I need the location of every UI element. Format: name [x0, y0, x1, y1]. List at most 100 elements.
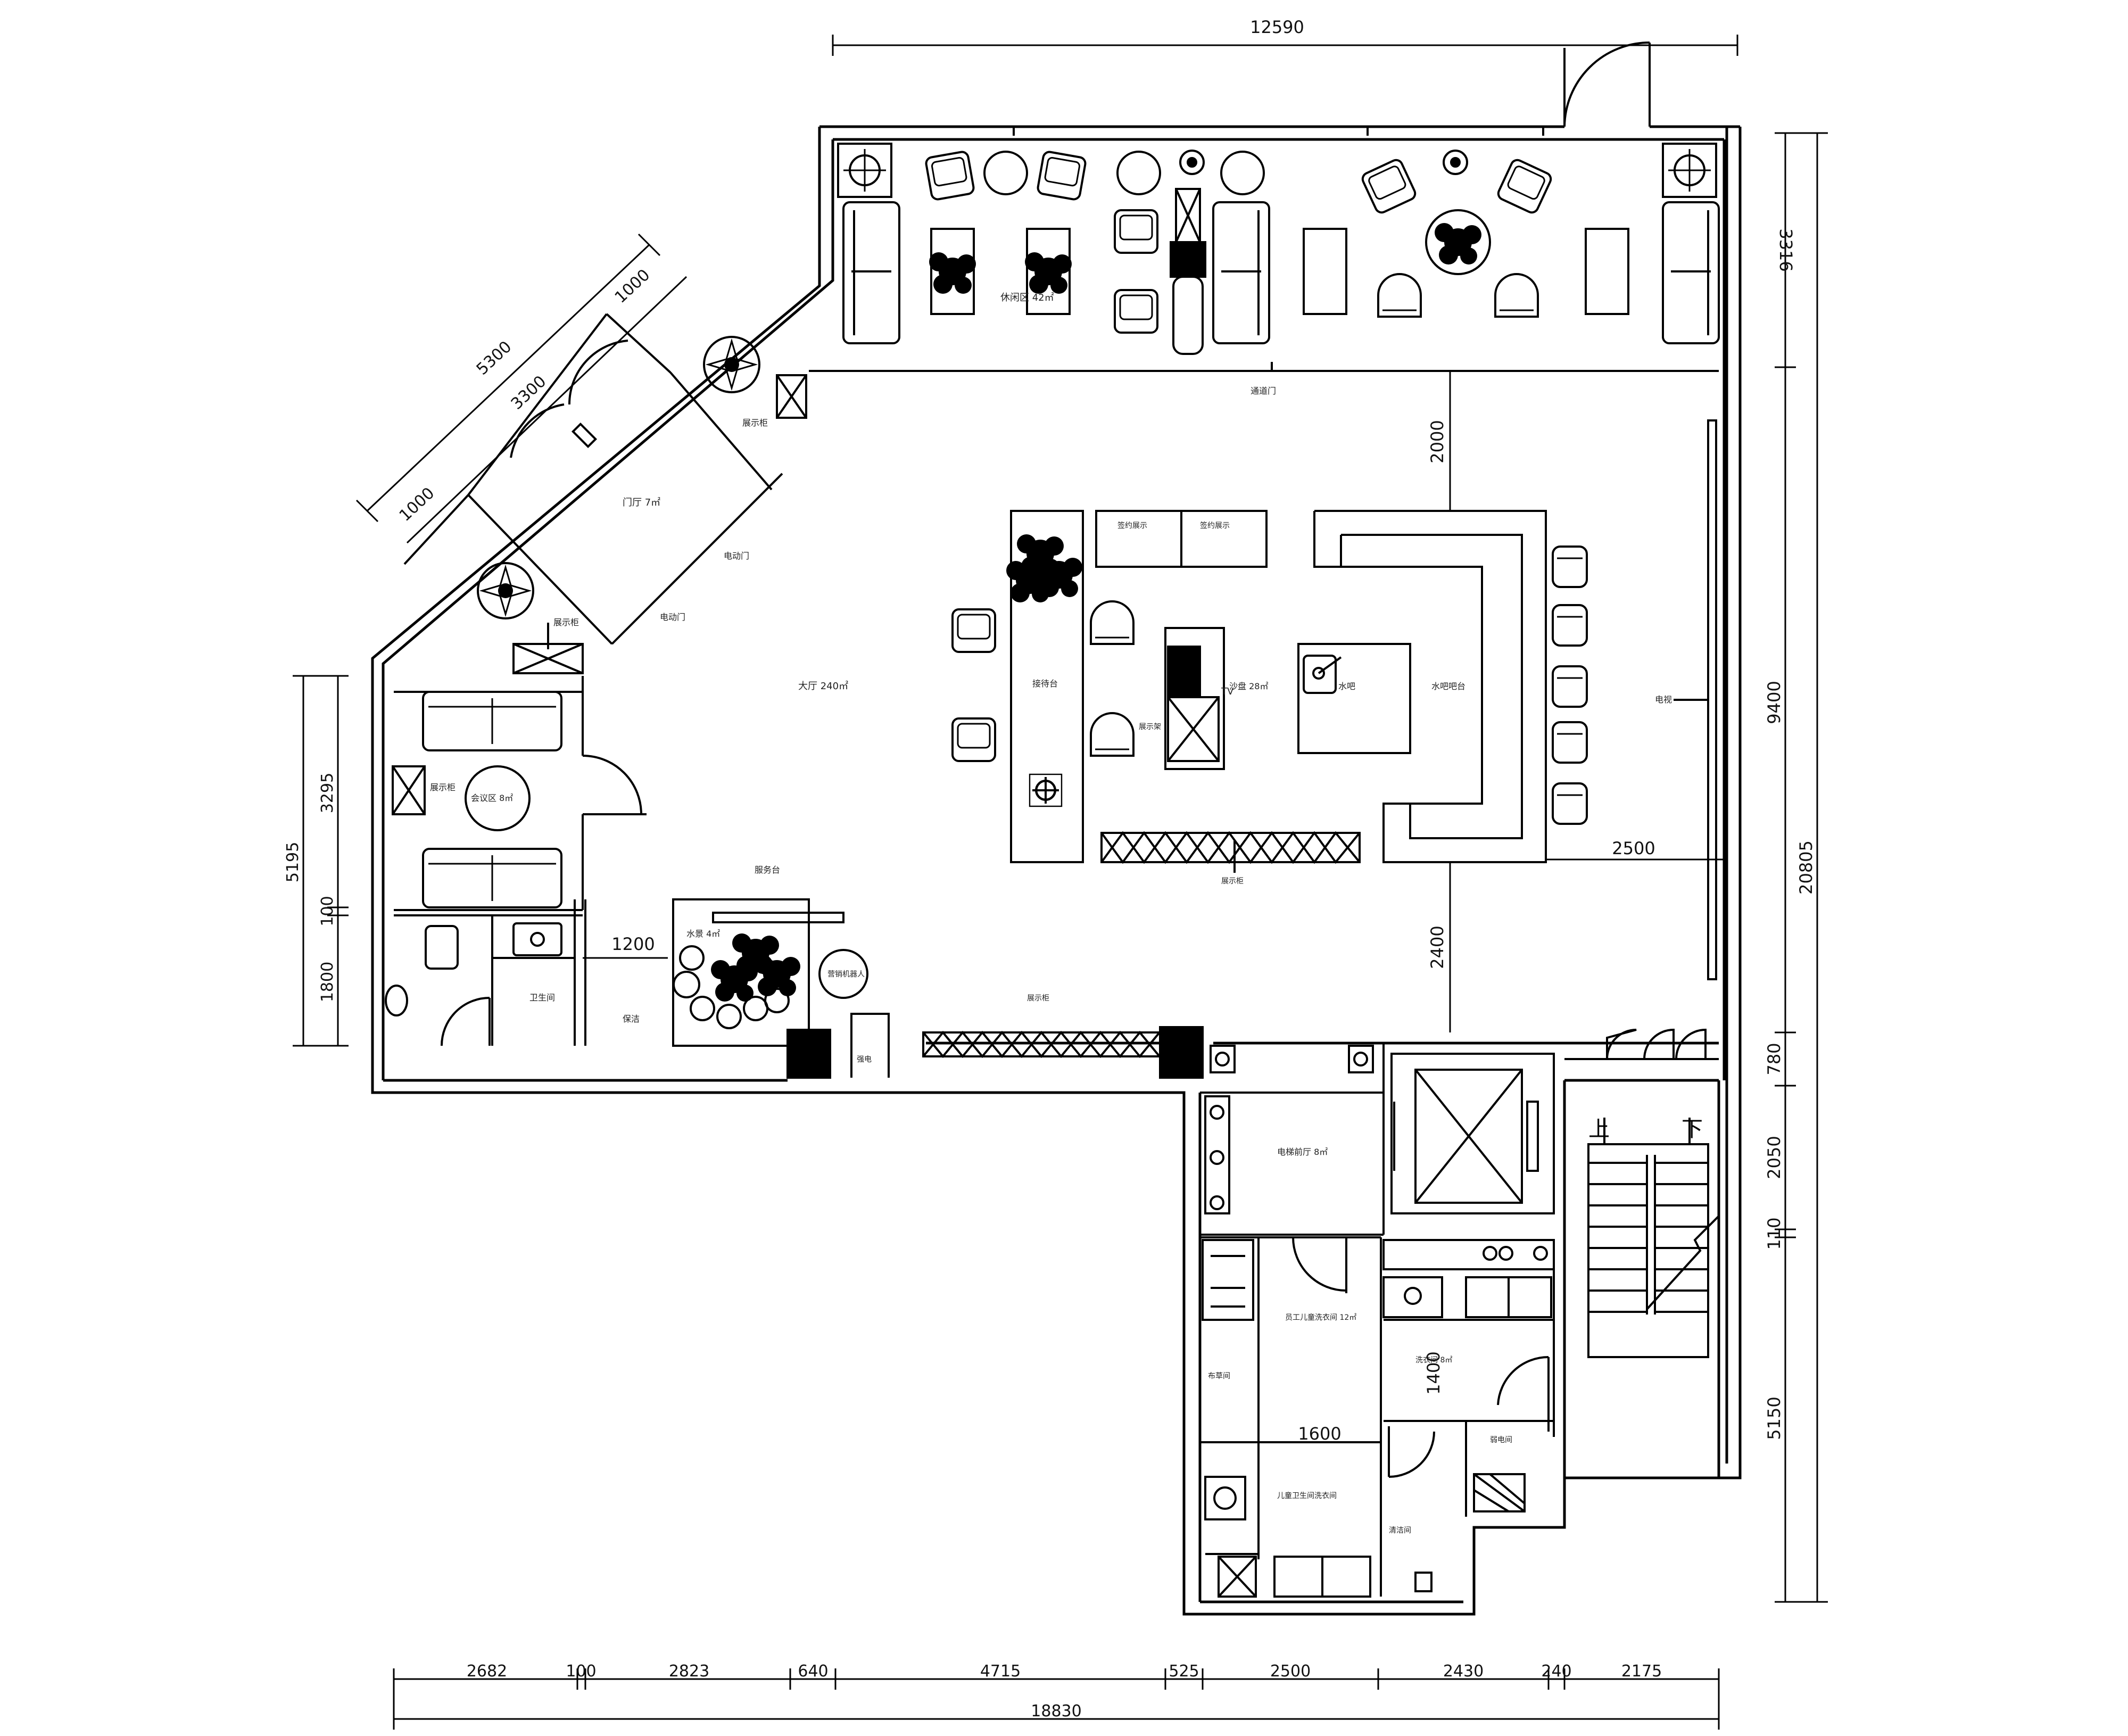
bar-counter [1313, 510, 1588, 863]
dim-r-3: 2050 [1764, 1136, 1784, 1179]
vestibule [403, 313, 807, 674]
dim-l-0: 3295 [318, 773, 337, 813]
reception-lamp [1032, 777, 1059, 804]
label-linen: 布草间 [1208, 1372, 1230, 1380]
dim-i-4: 1400 [1423, 1351, 1444, 1394]
dim-diag-3: 1000 [611, 266, 654, 307]
room-meeting: 会议区 8㎡ [471, 793, 513, 803]
dim-b-0: 2682 [467, 1662, 507, 1681]
dim-r-0: 3316 [1776, 228, 1796, 271]
dim-diag-0: 5300 [473, 337, 516, 379]
left-restroom [385, 899, 586, 1046]
room-staff-laundry: 员工儿童洗衣间 12㎡ [1285, 1313, 1356, 1322]
reception [951, 510, 1135, 863]
label-cabinet-2: 展示柜 [553, 617, 579, 627]
label-bar: 水吧吧台 [1431, 681, 1465, 691]
label-tv-2: 电视 [1655, 695, 1672, 705]
stair-up-label: 上 [1588, 1117, 1610, 1142]
meeting-room [392, 676, 647, 916]
dim-diag-1: 3300 [508, 372, 550, 414]
water-plant-2 [711, 960, 758, 1002]
tv-panel [1674, 419, 1717, 980]
label-cabinet-5: 展示柜 [1027, 994, 1049, 1003]
dim-b-2: 2823 [669, 1662, 709, 1681]
dim-b-7: 2430 [1443, 1662, 1484, 1681]
dim-top-total: 12590 [1250, 17, 1304, 37]
dim-i-3: 1200 [611, 934, 655, 954]
label-water-bar: 水吧 [1338, 681, 1355, 691]
water-plant-3 [754, 955, 800, 996]
label-robot: 营销机器人 [827, 970, 865, 979]
lounge-furniture [837, 143, 1720, 355]
room-kids-restroom: 儿童卫生间洗衣间 [1277, 1491, 1337, 1500]
lounge-small-marks [1013, 128, 1544, 371]
lounge-plant-3 [1435, 223, 1481, 264]
label-tv: TV [1221, 686, 1234, 697]
dim-b-3: 640 [798, 1662, 828, 1681]
sand-table [1297, 643, 1411, 754]
dim-l-1: 100 [318, 896, 337, 926]
dim-right-total: 20805 [1796, 840, 1816, 895]
reception-plant-3 [1006, 561, 1053, 602]
dim-left-total: 5195 [284, 842, 302, 882]
room-sand-table: 沙盘 28㎡ [1229, 681, 1268, 691]
dim-l-2: 1800 [318, 962, 337, 1002]
room-elevator-lobby: 电梯前厅 8㎡ [1277, 1147, 1328, 1157]
dim-r-4: 110 [1764, 1217, 1784, 1250]
signing-cabinets [1095, 510, 1268, 568]
label-cabinet-1: 展示柜 [742, 418, 768, 428]
label-cabinet-3: 展示柜 [430, 782, 456, 792]
label-signing-1: 签约展示 [1117, 521, 1147, 530]
room-hall: 大厅 240㎡ [798, 680, 848, 692]
dim-i-0: 2000 [1427, 420, 1447, 463]
dim-r-2: 780 [1764, 1043, 1784, 1075]
front-cabinet [786, 1013, 1204, 1079]
label-restroom: 卫生间 [529, 993, 555, 1003]
dim-bottom [393, 1668, 1720, 1730]
dim-b-8: 240 [1541, 1662, 1571, 1681]
label-janitor: 清洁间 [1389, 1526, 1411, 1535]
staircase [1563, 1028, 1720, 1469]
dim-i-5: 1600 [1298, 1424, 1341, 1444]
lounge-plant-2 [1025, 252, 1072, 294]
label-reception: 接待台 [1032, 679, 1058, 689]
dim-r-1: 9400 [1764, 681, 1784, 724]
service-rooms [1200, 1236, 1555, 1598]
dim-right [1775, 132, 1828, 1603]
label-electric-door-1: 电动门 [724, 551, 749, 561]
dim-i-2: 2400 [1427, 925, 1447, 969]
room-water-feature: 水景 4㎡ [686, 929, 720, 939]
dim-r-5: 5150 [1764, 1396, 1784, 1440]
lounge-plant-1 [929, 252, 976, 294]
label-power: 强电 [857, 1055, 872, 1064]
elevator-lobby [1200, 1043, 1555, 1236]
outer-walls [371, 125, 1742, 1616]
interior-dims [583, 371, 1724, 1032]
dim-b-6: 2500 [1270, 1662, 1311, 1681]
dim-b-9: 2175 [1621, 1662, 1662, 1681]
dim-bottom-total: 18830 [1031, 1702, 1081, 1721]
label-electric-door-2: 电动门 [660, 612, 685, 622]
vestibule-plant-1 [703, 336, 760, 393]
dim-b-4: 4715 [980, 1662, 1021, 1681]
label-service-desk: 服务台 [755, 865, 780, 875]
label-cleaning: 保洁 [623, 1014, 640, 1024]
dim-left [293, 675, 349, 1047]
label-display-rack: 展示架 [1139, 723, 1161, 731]
vestibule-plant-2 [477, 562, 534, 619]
label-passage: 通道门 [1251, 386, 1276, 396]
label-weak-current: 弱电间 [1490, 1436, 1512, 1444]
label-signing-2: 签约展示 [1200, 521, 1230, 530]
dim-b-1: 100 [566, 1662, 596, 1681]
entrance-door [1563, 42, 1651, 127]
display-cabinet-center [1100, 831, 1361, 873]
water-feature [672, 898, 868, 1047]
dim-top [832, 35, 1738, 56]
dim-b-5: 525 [1169, 1662, 1199, 1681]
room-foyer: 门厅 7㎡ [623, 497, 660, 508]
model-stand [1164, 627, 1225, 770]
stair-down-label: 下 [1682, 1117, 1703, 1142]
room-laundry: 洗衣间 8㎡ [1415, 1356, 1452, 1365]
room-lounge: 休闲区 42㎡ [1000, 292, 1054, 303]
